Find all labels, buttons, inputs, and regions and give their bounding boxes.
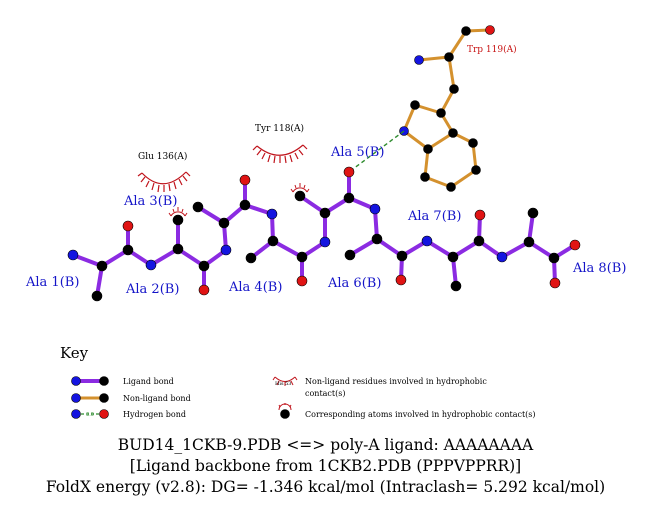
ala8-c-atom	[548, 252, 560, 264]
ala3-cb-contact-marker	[170, 211, 186, 217]
ala2-c-atom	[198, 260, 210, 272]
trp119-ce2-atom	[423, 144, 433, 154]
ala3-label: Ala 3(B)	[123, 194, 177, 209]
trp119-ch2-atom	[446, 182, 456, 192]
trp119-atoms	[399, 25, 495, 192]
caption-line-2: [Ligand backbone from 1CKB2.PDB (PPPVPPR…	[129, 457, 522, 475]
ala3-c-atom	[239, 199, 251, 211]
hydrogen-bond-line	[348, 130, 405, 173]
ligand-hydrophobic-atom-markers	[168, 183, 310, 217]
ala6-n-atom	[369, 203, 381, 215]
ala2-o-atom	[198, 284, 210, 296]
trp119-cz3-atom	[471, 165, 481, 175]
tyr118-hydrophobic-arc	[252, 144, 308, 164]
ala6-cb-atom	[344, 249, 356, 261]
ala5-label: Ala 5(B)	[330, 145, 384, 160]
trp119-cz2-atom	[420, 172, 430, 182]
ala2-n-atom	[145, 259, 157, 271]
trp119-cb-atom	[449, 84, 459, 94]
ala4-label: Ala 4(B)	[228, 280, 282, 295]
ala6-label: Ala 6(B)	[327, 276, 381, 291]
ligand-atoms	[67, 166, 581, 302]
ala3-cb-atom	[192, 201, 204, 213]
ala1-ca-atom	[96, 260, 108, 272]
legend-ligand-bond-sample	[71, 376, 109, 386]
ala8-n-atom	[496, 251, 508, 263]
ala5-n-atom	[319, 236, 331, 248]
ala4-n-atom	[266, 208, 278, 220]
ala8-cb-atom	[527, 207, 539, 219]
tyr118-label: Tyr 118(A)	[255, 123, 304, 134]
ala1-c-atom	[122, 244, 134, 256]
ala1-label: Ala 1(B)	[25, 275, 79, 290]
trp119-ce3-atom	[468, 138, 478, 148]
caption-line-1: BUD14_1CKB-9.PDB <=> poly-A ligand: AAAA…	[117, 436, 534, 454]
legend-ligand-bond-label: Ligand bond	[123, 377, 174, 386]
ala8-o-atom	[549, 277, 561, 289]
trp119-c-atom	[461, 26, 471, 36]
legend-nonligand-hydrophobic-label-line1: Non-ligand residues involved in hydropho…	[305, 377, 487, 386]
ala4-cb-contact-marker	[292, 187, 308, 193]
legend: Key Ligand bond Non-ligand bond 3.0 Hydr…	[60, 344, 536, 419]
ala8-label: Ala 8(B)	[572, 261, 626, 276]
trp119-cd1-atom	[410, 100, 420, 110]
ala7-cb-atom	[450, 280, 462, 292]
ala4-c-atom	[296, 251, 308, 263]
ala2-cb-atom	[172, 214, 184, 226]
legend-nonligand-bond-sample	[71, 393, 109, 403]
ala7-label: Ala 7(B)	[407, 209, 461, 224]
legend-nonligand-hydrophobic-label-line2: contact(s)	[305, 389, 345, 398]
ala5-cb-atom	[294, 190, 306, 202]
legend-example-residue-label: His 53	[275, 381, 291, 387]
ala8-oxt-atom	[569, 239, 581, 251]
ala8-ca-atom	[523, 236, 535, 248]
ligand-bonds	[71, 170, 577, 298]
legend-hydrogen-bond-label: Hydrogen bond	[123, 410, 186, 419]
ala3-ca-atom	[218, 217, 230, 229]
caption-line-3: FoldX energy (v2.8): DG= -1.346 kcal/mol…	[45, 478, 606, 496]
trp119-cd2-atom	[448, 128, 458, 138]
ala3-n-atom	[220, 244, 232, 256]
ala2-label: Ala 2(B)	[125, 282, 179, 297]
ala6-c-atom	[396, 250, 408, 262]
ala7-c-atom	[473, 235, 485, 247]
ala7-ca-atom	[447, 251, 459, 263]
ala5-ca-atom	[319, 207, 331, 219]
legend-corresponding-atoms-label: Corresponding atoms involved in hydropho…	[305, 410, 536, 419]
ala6-o-atom	[395, 274, 407, 286]
trp119-ca-atom	[444, 52, 454, 62]
ala1-cb-atom	[91, 290, 103, 302]
ala3-o-atom	[239, 174, 251, 186]
legend-nonligand-bond-label: Non-ligand bond	[123, 394, 191, 403]
ala4-ca-atom	[267, 235, 279, 247]
glu136-hydrophobic-arc	[137, 171, 191, 193]
ala7-n-atom	[421, 235, 433, 247]
ala4-cb-atom	[245, 252, 257, 264]
ala7-o-atom	[474, 209, 486, 221]
ala4-o-atom	[296, 275, 308, 287]
legend-hbond-length: 3.0	[86, 412, 94, 418]
trp119-o-atom	[485, 25, 495, 35]
ala2-ca-atom	[172, 243, 184, 255]
ala6-ca-atom	[371, 233, 383, 245]
ala5-c-atom	[343, 192, 355, 204]
trp119-cg-atom	[436, 108, 446, 118]
legend-corresponding-atom-sample	[278, 403, 292, 419]
trp119-residue: Trp 119(A)	[399, 25, 517, 192]
legend-hydrogen-bond-sample: 3.0	[71, 409, 109, 419]
trp119-n-atom	[414, 55, 424, 65]
ala1-o-atom	[122, 220, 134, 232]
legend-hydrophobic-residue-sample	[272, 376, 298, 386]
glu136-label: Glu 136(A)	[138, 151, 187, 162]
ala1-n-atom	[67, 249, 79, 261]
legend-title: Key	[60, 344, 89, 362]
ala5-o-atom	[343, 166, 355, 178]
trp119-label: Trp 119(A)	[467, 44, 517, 55]
